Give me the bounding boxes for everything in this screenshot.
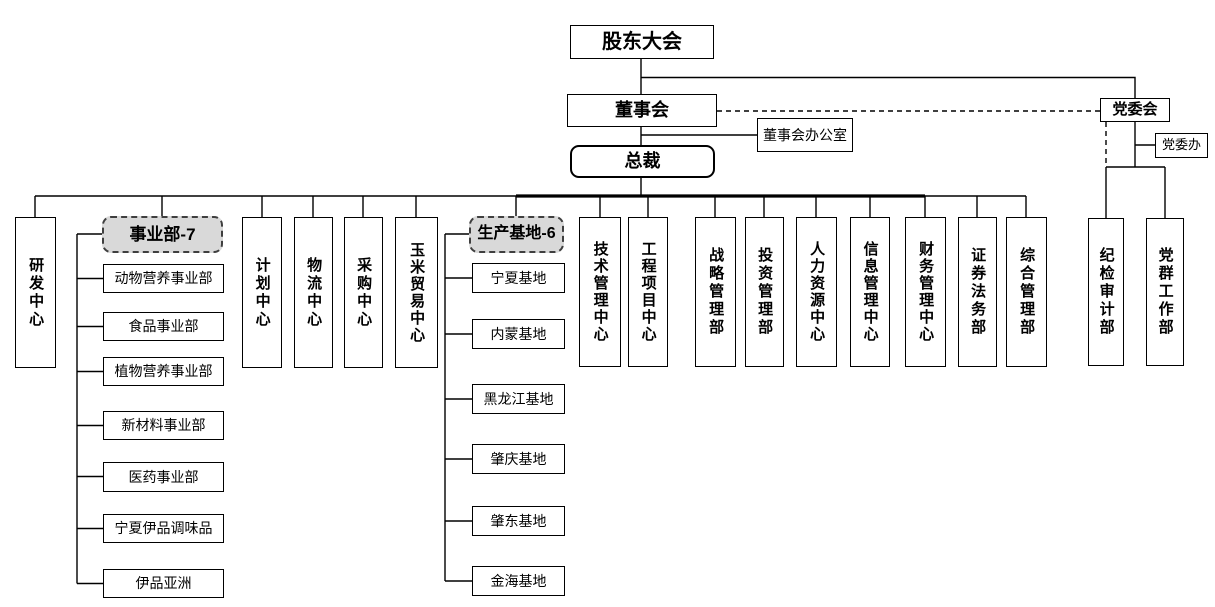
node-shareholders-meeting: 股东大会	[570, 25, 714, 59]
node-info-mgmt-center: 信息管理中心	[850, 217, 890, 367]
node-plant-nutrition-division: 植物营养事业部	[103, 357, 224, 386]
node-general-mgmt-dept: 综合管理部	[1006, 217, 1047, 367]
node-business-division-group: 事业部-7	[102, 216, 223, 253]
node-eppen-asia: 伊品亚洲	[103, 569, 224, 598]
node-jinhai-base: 金海基地	[472, 566, 565, 596]
node-board-office: 董事会办公室	[757, 118, 853, 152]
node-hr-center: 人力资源中心	[796, 217, 837, 367]
node-party-mass-work-dept: 党群工作部	[1146, 218, 1184, 366]
node-tech-mgmt-center: 技术管理中心	[579, 217, 621, 367]
node-president: 总裁	[570, 145, 715, 178]
node-planning-center: 计划中心	[242, 217, 282, 368]
node-pharma-division: 医药事业部	[103, 462, 224, 492]
node-procurement-center: 采购中心	[344, 217, 383, 368]
node-finance-mgmt-center: 财务管理中心	[905, 217, 946, 367]
node-ningxia-base: 宁夏基地	[472, 263, 565, 293]
node-zhaoqing-base: 肇庆基地	[472, 444, 565, 474]
node-heilongjiang-base: 黑龙江基地	[472, 384, 565, 414]
node-new-materials-division: 新材料事业部	[103, 411, 224, 440]
node-board-of-directors: 董事会	[567, 94, 717, 127]
node-inner-mongolia-base: 内蒙基地	[472, 319, 565, 349]
node-party-committee-office: 党委办	[1155, 133, 1208, 158]
node-investment-mgmt-dept: 投资管理部	[745, 217, 784, 367]
node-logistics-center: 物流中心	[294, 217, 333, 368]
node-party-committee: 党委会	[1100, 98, 1170, 122]
node-discipline-audit-dept: 纪检审计部	[1088, 218, 1124, 366]
node-engineering-project-center: 工程项目中心	[628, 217, 668, 367]
node-food-division: 食品事业部	[103, 312, 224, 341]
node-securities-legal-dept: 证券法务部	[958, 217, 997, 367]
node-rd-center: 研发中心	[15, 217, 56, 368]
node-strategy-mgmt-dept: 战略管理部	[695, 217, 736, 367]
node-zhaodong-base: 肇东基地	[472, 506, 565, 536]
node-animal-nutrition-division: 动物营养事业部	[103, 264, 224, 293]
node-production-base-group: 生产基地-6	[469, 216, 564, 253]
node-corn-trade-center: 玉米贸易中心	[395, 217, 438, 368]
node-ningxia-eppen-seasoning: 宁夏伊品调味品	[103, 514, 224, 543]
